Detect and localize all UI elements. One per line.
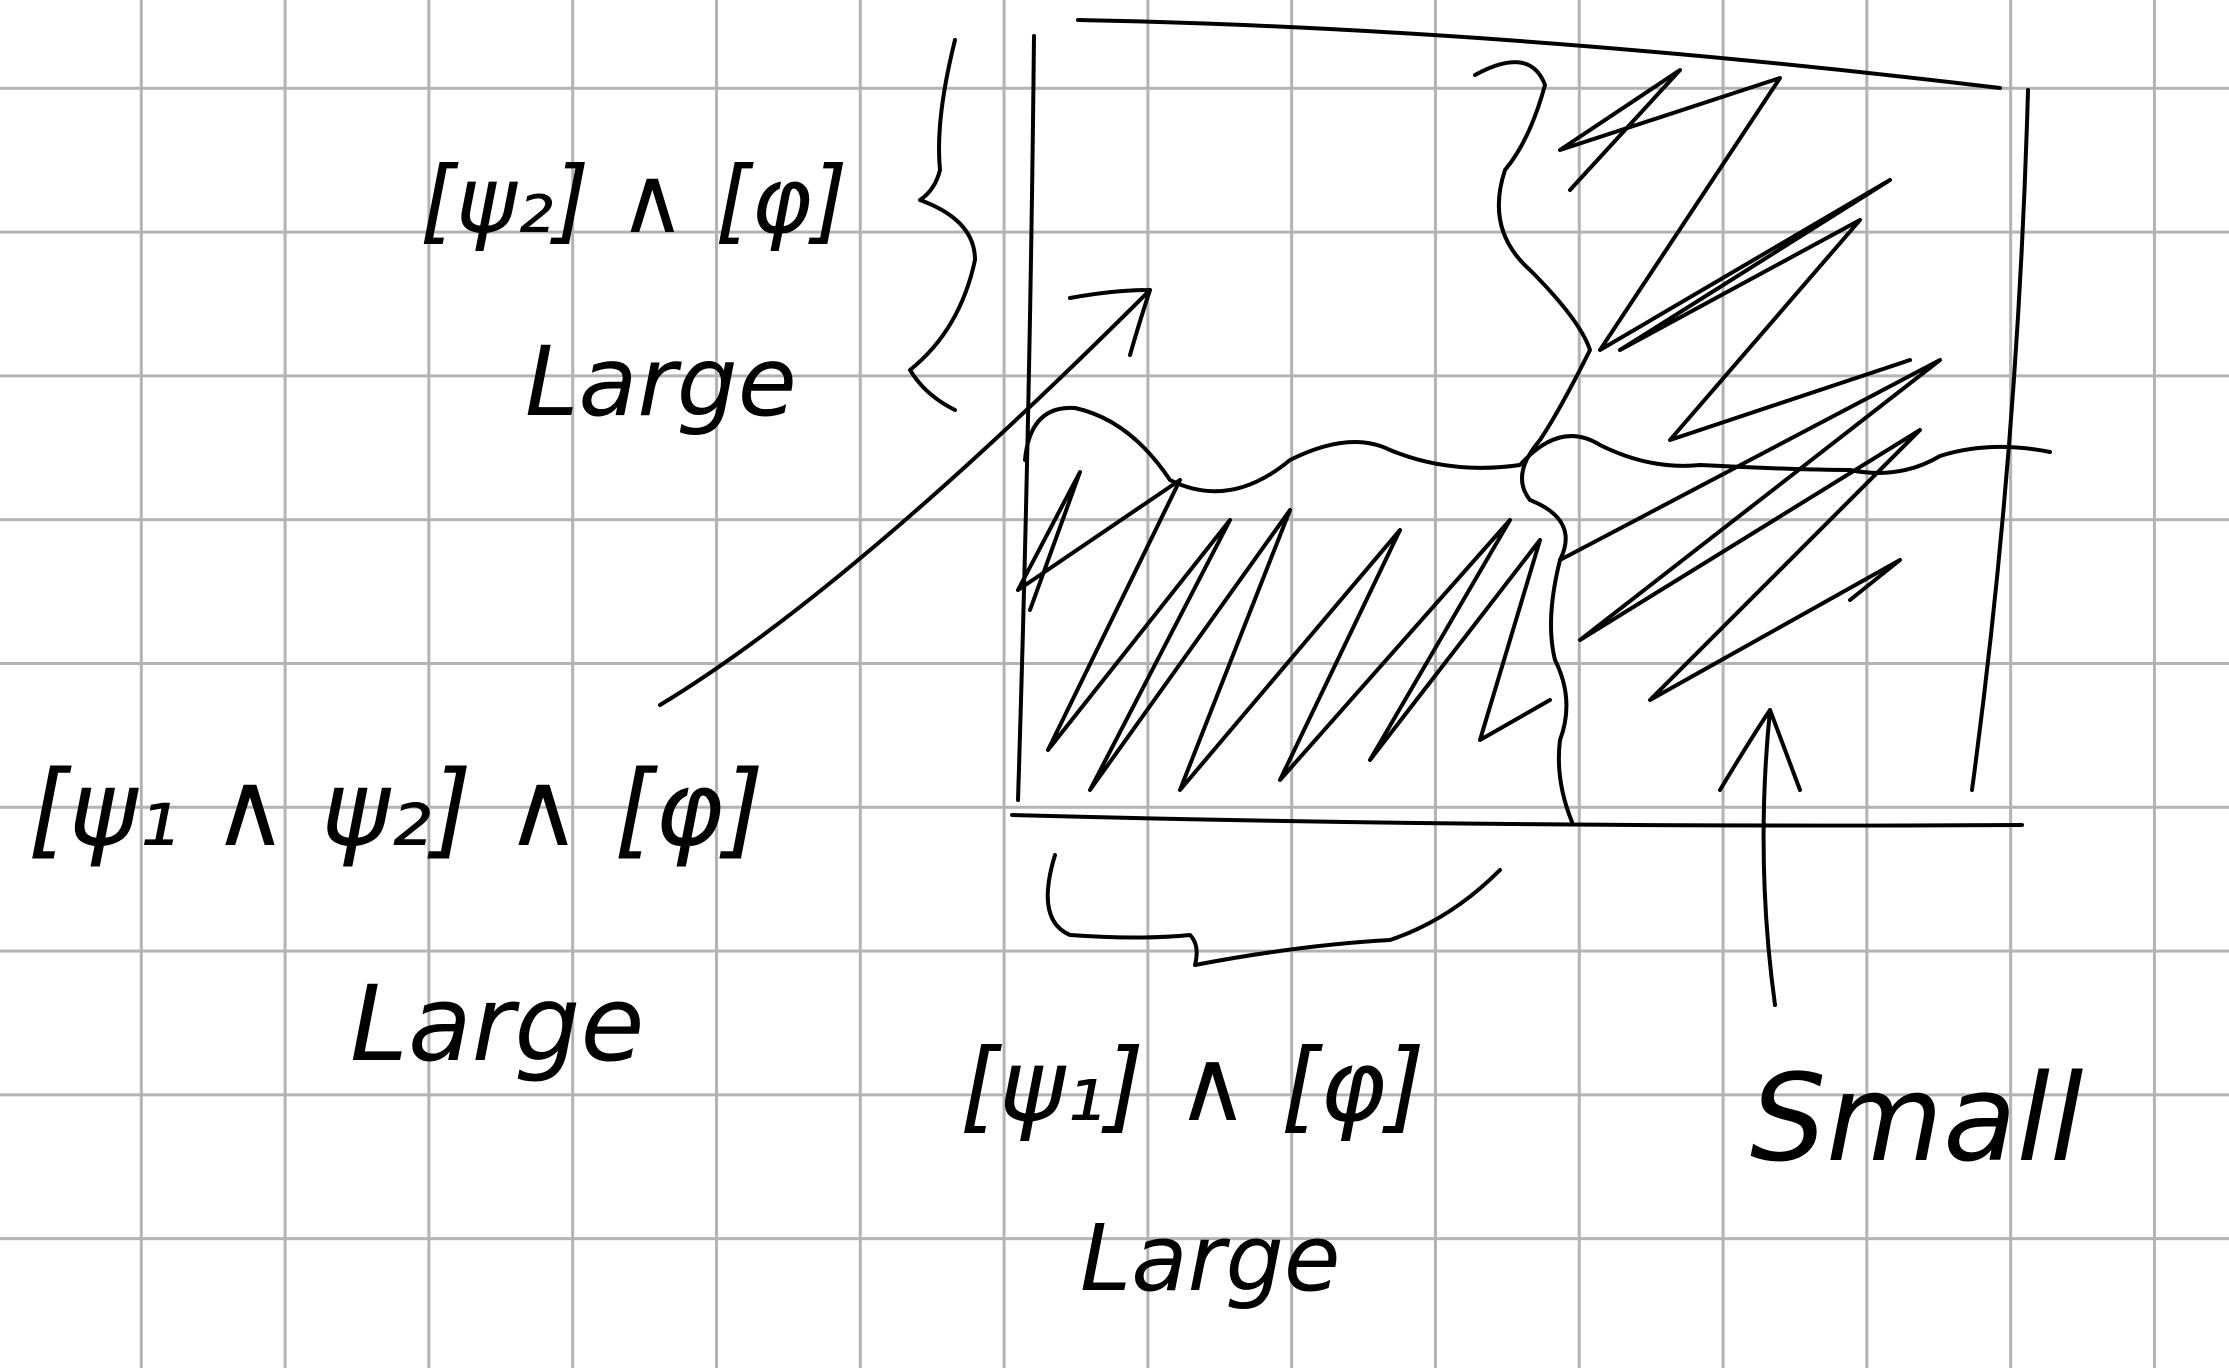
box-bottom-edge bbox=[1010, 813, 2024, 828]
top-left-formula: [ψ₂] ∧ [φ] bbox=[420, 147, 848, 254]
psi1-boundary-curve bbox=[1473, 60, 1592, 824]
psi2-boundary-curve bbox=[1023, 405, 2052, 494]
hatching-upper-right bbox=[1558, 68, 1912, 442]
top-left-size-label: Large bbox=[525, 326, 797, 438]
hatching-lower-right bbox=[1558, 358, 1942, 702]
box-top-edge bbox=[1076, 18, 2002, 90]
box-left-edge bbox=[1016, 34, 1036, 802]
hatching-lower-left bbox=[1016, 470, 1552, 792]
bottom-size-label: Large bbox=[1080, 1205, 1340, 1312]
top-brace bbox=[908, 38, 977, 412]
arrow-to-small-region bbox=[1718, 708, 1802, 1007]
outer-box bbox=[1010, 18, 2030, 828]
middle-left-formula: [ψ₁ ∧ ψ₂] ∧ [φ] bbox=[28, 748, 764, 870]
middle-left-size-label: Large bbox=[350, 963, 644, 1085]
bottom-brace bbox=[1045, 853, 1502, 967]
bottom-formula: [ψ₁] ∧ [φ] bbox=[960, 1027, 1425, 1144]
box-right-edge bbox=[1970, 88, 2030, 792]
arrow-to-intersection bbox=[658, 288, 1152, 707]
right-size-label: Small bbox=[1750, 1050, 2083, 1189]
